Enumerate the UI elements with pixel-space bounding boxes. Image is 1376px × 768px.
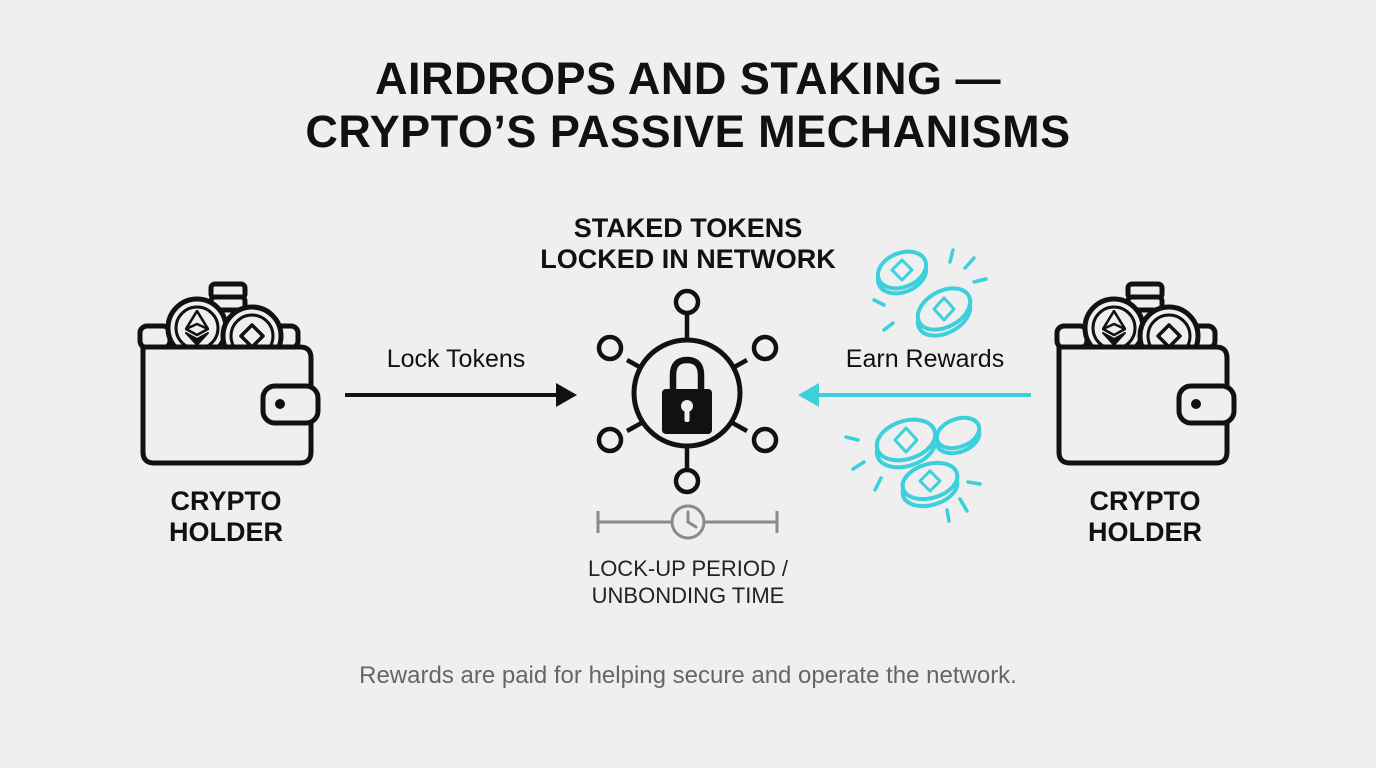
- footer-caption: Rewards are paid for helping secure and …: [359, 662, 1017, 689]
- reward-coins-top-icon: [872, 248, 988, 338]
- left-holder-line-2: HOLDER: [169, 517, 283, 547]
- right-wallet-icon: [1054, 281, 1237, 466]
- reward-coins-bottom-icon: [844, 415, 982, 523]
- network-lock-icon: [596, 288, 779, 495]
- title-line-1: AIRDROPS AND STAKING —: [374, 53, 1001, 104]
- staked-tokens-line-1: STAKED TOKENS: [573, 213, 803, 243]
- right-holder-label: CRYPTO HOLDER: [1027, 486, 1263, 548]
- staked-tokens-label: STAKED TOKENS LOCKED IN NETWORK: [528, 213, 848, 275]
- right-holder-line-2: HOLDER: [1088, 517, 1202, 547]
- left-wallet-icon: [137, 281, 321, 466]
- earn-rewards-label: Earn Rewards: [845, 345, 1005, 373]
- left-holder-label: CRYPTO HOLDER: [108, 486, 344, 548]
- earn-rewards-arrow: [798, 383, 1031, 407]
- lockup-line-2: UNBONDING TIME: [591, 583, 785, 608]
- clock-timeline-icon: [596, 504, 779, 540]
- left-holder-line-1: CRYPTO: [170, 486, 282, 516]
- lock-tokens-arrow: [345, 383, 577, 407]
- lockup-line-1: LOCK-UP PERIOD /: [587, 556, 789, 581]
- staked-tokens-line-2: LOCKED IN NETWORK: [540, 244, 836, 274]
- right-holder-line-1: CRYPTO: [1089, 486, 1201, 516]
- lockup-period-label: LOCK-UP PERIOD / UNBONDING TIME: [558, 555, 818, 609]
- diagram-title: AIRDROPS AND STAKING — CRYPTO’S PASSIVE …: [0, 52, 1376, 158]
- lock-tokens-label: Lock Tokens: [386, 345, 526, 373]
- title-line-2: CRYPTO’S PASSIVE MECHANISMS: [305, 106, 1071, 157]
